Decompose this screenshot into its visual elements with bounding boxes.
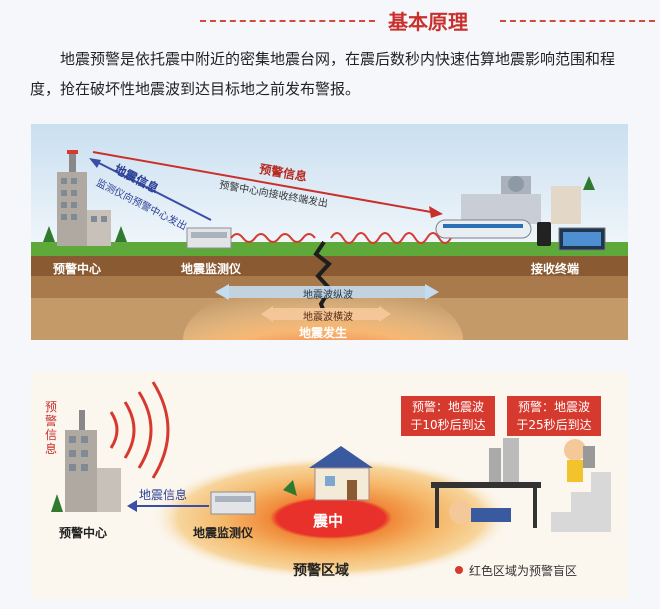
legend-dot	[455, 566, 463, 574]
house-icon	[309, 446, 373, 501]
seismograph-icon	[186, 227, 232, 249]
bottom-center-building-icon	[51, 410, 121, 512]
seismograph-wave-right	[330, 232, 452, 244]
bottom-seismograph-label: 地震监测仪	[193, 526, 254, 540]
shelter-scene	[431, 438, 541, 528]
warning-box-10s-line1: 预警：地震波	[411, 400, 484, 414]
warning-zone-label: 预警区域	[293, 563, 349, 579]
top-diagram: 地震信息 监测仪向预警中心发出 预警信息 预警中心向接收终端发出 预警中心 地震…	[31, 124, 628, 340]
stairs-scene	[551, 439, 611, 532]
top-diagram-art	[31, 124, 628, 340]
small-tree-icon	[283, 480, 297, 496]
top-center-label: 预警中心	[53, 262, 102, 276]
title-dash-right	[500, 20, 655, 22]
bottom-center-label: 预警中心	[59, 526, 108, 540]
warning-box-25s-line2: 于25秒后到达	[516, 418, 592, 432]
receiving-terminal-icon	[435, 176, 606, 251]
warning-zone	[151, 456, 511, 580]
seismograph-wave-left	[230, 233, 316, 243]
section-title: 基本原理	[388, 10, 468, 34]
legend-text: 红色区域为预警盲区	[469, 564, 578, 578]
warning-box-25s: 预警：地震波 于25秒后到达	[507, 396, 601, 436]
ground-crack	[313, 240, 333, 321]
warning-info-arrow	[92, 151, 432, 213]
bottom-diagram: 预警信息 预警中心 地震信息 地震监测仪 震中 预警区域 预警：地震波 于10秒…	[31, 372, 628, 599]
warning-box-10s-line2: 于10秒后到达	[410, 418, 486, 432]
top-seismograph-label: 地震监测仪	[181, 262, 242, 276]
section-title-row: 基本原理	[0, 6, 660, 34]
s-wave-label: 地震波横波	[303, 312, 353, 323]
quake-info-arrow	[92, 159, 212, 221]
warning-box-10s: 预警：地震波 于10秒后到达	[401, 396, 495, 436]
bottom-seismograph-icon	[210, 491, 256, 515]
bottom-quake-info-label: 地震信息	[139, 488, 188, 502]
bottom-diagram-art	[51, 381, 611, 580]
top-terminal-label: 接收终端	[531, 262, 580, 276]
broadcast-waves	[109, 381, 170, 479]
warning-info-arrowhead	[429, 206, 443, 218]
warning-box-25s-line1: 预警：地震波	[517, 400, 590, 414]
epicenter-label: 震中	[313, 512, 344, 530]
vertical-warning-info: 预警信息	[45, 400, 58, 456]
s-wave-arrow	[261, 306, 391, 322]
p-wave-label: 地震波纵波	[303, 290, 353, 301]
intro-paragraph: 地震预警是依托震中附近的密集地震台网，在震后数秒内快速估算地震影响范围和程度，抢…	[30, 50, 616, 98]
quake-info-arrowhead	[89, 158, 101, 168]
quake-occur-label: 地震发生	[299, 326, 348, 340]
center-building-icon	[43, 150, 127, 246]
grass	[31, 242, 628, 256]
bottom-quake-info-arrowhead	[127, 500, 137, 512]
p-wave-arrow	[215, 284, 439, 300]
title-dash-left	[200, 20, 375, 22]
